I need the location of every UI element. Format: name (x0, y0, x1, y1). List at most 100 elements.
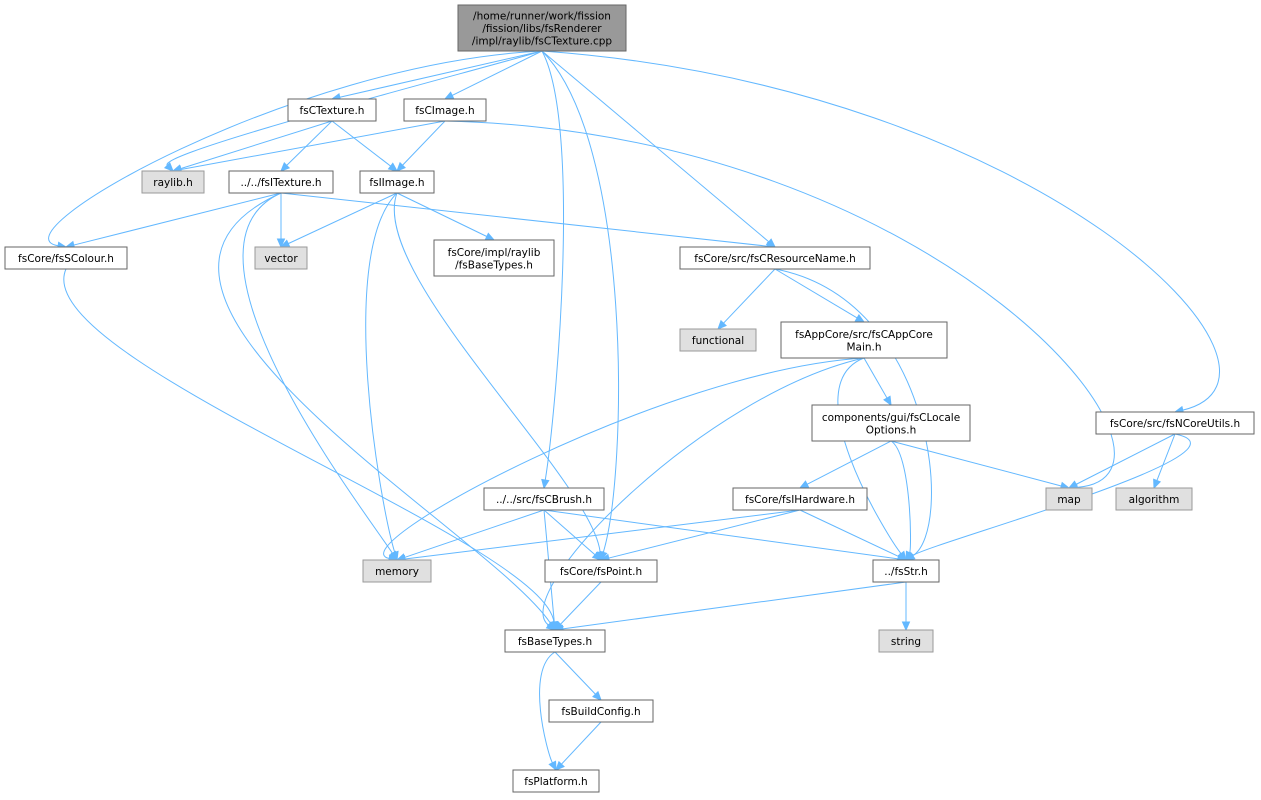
edge-root-to-cbrush_h (541, 50, 565, 490)
edge-line (539, 651, 556, 764)
node-box (362, 559, 432, 583)
node-fsitexture-h[interactable]: ../../fsITexture.h (228, 170, 334, 194)
node-platform-h[interactable]: fsPlatform.h (512, 769, 600, 793)
edge-line (837, 357, 902, 554)
arrowhead (717, 319, 727, 330)
node-vector: vector (254, 246, 308, 270)
arrowhead (163, 161, 174, 172)
edge-line (1156, 433, 1176, 481)
edge-line (451, 50, 543, 96)
node-buildconfig-h[interactable]: fsBuildConfig.h (548, 699, 654, 723)
node-impl-basetypes-h[interactable]: fsCore/impl/raylib/fsBaseTypes.h (433, 239, 555, 277)
node-label-line: ../../src/fsCBrush.h (496, 494, 592, 506)
arrowhead (276, 238, 286, 249)
arrowhead (541, 478, 550, 490)
edge-root-to-fsscolour_h (48, 50, 543, 250)
edge-resourcename_h-to-functional (717, 268, 776, 330)
edge-basetypes_h-to-buildconfig_h (554, 651, 602, 701)
node-label-line: fsPlatform.h (524, 776, 587, 788)
nodes: /home/runner/work/fission/fission/libs/f… (4, 4, 1255, 793)
node-fsctexture-h[interactable]: fsCTexture.h (287, 98, 377, 122)
edge-fscimage_h-to-fsiimage_h (396, 120, 446, 172)
edge-line (402, 120, 446, 166)
edge-ihardware_h-to-point_h (599, 509, 801, 563)
edge-str_h-to-basetypes_h (553, 581, 907, 634)
node-box (254, 246, 308, 270)
node-label-line: fsCore/fsPoint.h (560, 566, 642, 578)
edge-line (242, 192, 393, 554)
node-str-h[interactable]: ../fsStr.h (872, 559, 940, 583)
node-box (780, 321, 948, 359)
node-fsscolour-h[interactable]: fsCore/fsSColour.h (4, 246, 128, 270)
edge-fsiimage_h-to-impl_basetypes_h (396, 192, 496, 241)
node-label-line: vector (264, 253, 298, 265)
edge-line (543, 509, 596, 556)
node-label-line: memory (375, 566, 419, 578)
node-box (141, 170, 205, 194)
node-label-line: /fission/libs/fsRenderer (482, 23, 602, 35)
edge-appcoremain_h-to-memory (383, 357, 865, 563)
node-box (457, 4, 627, 52)
node-label-line: components/gui/fsCLocale (822, 412, 960, 424)
node-label-line: ../fsStr.h (884, 566, 928, 578)
node-fscimage-h[interactable]: fsCImage.h (403, 98, 487, 122)
edge-ncoreutils_h-to-algorithm (1153, 433, 1176, 490)
edge-line (806, 440, 892, 485)
edge-localeoptions_h-to-str_h (890, 440, 914, 562)
arrowhead (883, 395, 892, 407)
edge-line (561, 721, 602, 765)
edge-root-to-resourcename_h (541, 50, 776, 248)
edge-basetypes_h-to-platform_h (539, 651, 557, 772)
node-basetypes-h[interactable]: fsBaseTypes.h (504, 629, 606, 653)
node-resourcename-h[interactable]: fsCore/src/fsCResourceName.h (679, 246, 871, 270)
arrowhead (390, 550, 399, 562)
edge-line (863, 357, 888, 399)
edge-fscimage_h-to-raylib_h (171, 120, 446, 174)
edge-line (542, 357, 865, 626)
edge-str_h-to-string (901, 582, 911, 632)
node-box (433, 239, 555, 277)
node-box (548, 699, 654, 723)
edge-line (383, 357, 865, 559)
node-label-line: /fsBaseTypes.h (455, 259, 533, 271)
edge-line (799, 509, 899, 558)
edge-line (554, 651, 596, 695)
node-label-line: fsCore/src/fsNCoreUtils.h (1110, 418, 1240, 430)
node-label-line: fsCore/src/fsCResourceName.h (694, 253, 856, 265)
node-ncoreutils-h[interactable]: fsCore/src/fsNCoreUtils.h (1095, 411, 1255, 435)
edge-line (286, 120, 333, 166)
node-functional: functional (679, 328, 757, 352)
arrowhead (387, 162, 398, 172)
edge-line (608, 509, 801, 559)
node-label-line: functional (692, 335, 744, 347)
arrowhead (280, 162, 291, 172)
node-label-line: string (891, 636, 921, 648)
arrowhead (798, 480, 810, 489)
edge-cbrush_h-to-point_h (543, 509, 602, 561)
edge-buildconfig_h-to-platform_h (555, 721, 602, 771)
node-label-line: Main.h (846, 341, 881, 353)
edge-line (280, 192, 768, 247)
edge-fscimage_h-to-map (444, 120, 1115, 492)
node-ihardware-h[interactable]: fsCore/fsIHardware.h (732, 487, 868, 511)
node-map: map (1045, 487, 1093, 511)
arrowhead (854, 313, 866, 323)
node-cbrush-h[interactable]: ../../src/fsCBrush.h (483, 487, 605, 511)
edge-line (404, 509, 545, 558)
edge-root-to-fscimage_h (443, 50, 543, 100)
edge-fsitexture_h-to-vector (276, 193, 286, 249)
node-fsiimage-h[interactable]: fsIImage.h (359, 170, 435, 194)
edge-line (541, 50, 619, 553)
edge-resourcename_h-to-appcoremain_h (774, 268, 866, 323)
node-box (1095, 411, 1255, 435)
edge-line (541, 50, 565, 481)
arrowhead (548, 760, 557, 772)
node-point-h[interactable]: fsCore/fsPoint.h (544, 559, 658, 583)
edge-line (562, 581, 907, 630)
node-label-line: /home/runner/work/fission (473, 11, 611, 23)
node-box (872, 559, 940, 583)
node-root[interactable]: /home/runner/work/fission/fission/libs/f… (457, 4, 627, 52)
node-box (811, 404, 971, 442)
